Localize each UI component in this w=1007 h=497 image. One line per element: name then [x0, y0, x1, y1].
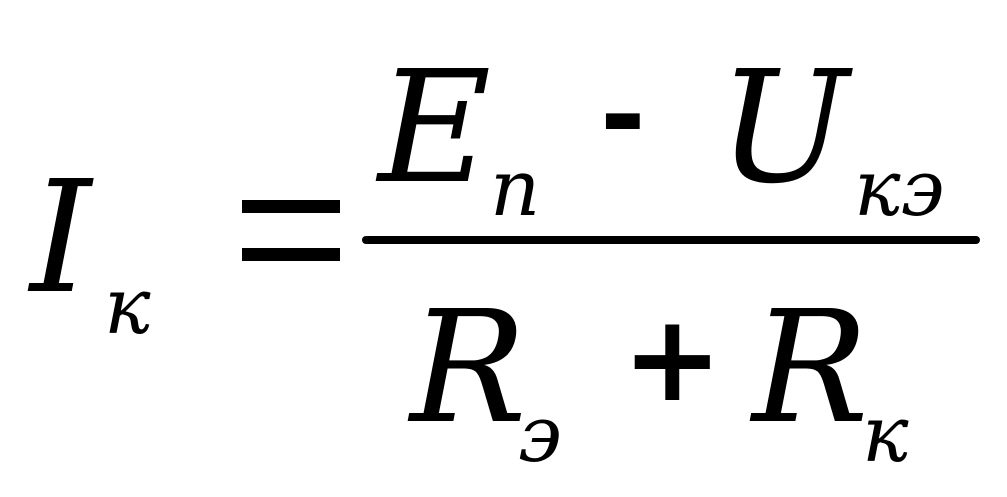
denominator-term2-symbol: R	[752, 277, 869, 458]
numerator-minus: -	[600, 51, 646, 179]
fraction-bar	[362, 236, 980, 244]
lhs-subscript: к	[104, 262, 151, 352]
numerator-term2-subscript: кэ	[854, 144, 945, 234]
numerator-term2-symbol: U	[718, 37, 849, 218]
denominator-term2-subscript: к	[862, 390, 909, 480]
denominator-term1-symbol: R	[410, 277, 527, 458]
equals-sign	[242, 200, 340, 261]
denominator-term1-subscript: э	[518, 390, 562, 480]
denominator-plus: +	[622, 290, 723, 429]
lhs-symbol: I	[30, 147, 92, 328]
numerator-term1-symbol: E	[378, 37, 492, 218]
numerator-term1-subscript: п	[490, 144, 541, 234]
